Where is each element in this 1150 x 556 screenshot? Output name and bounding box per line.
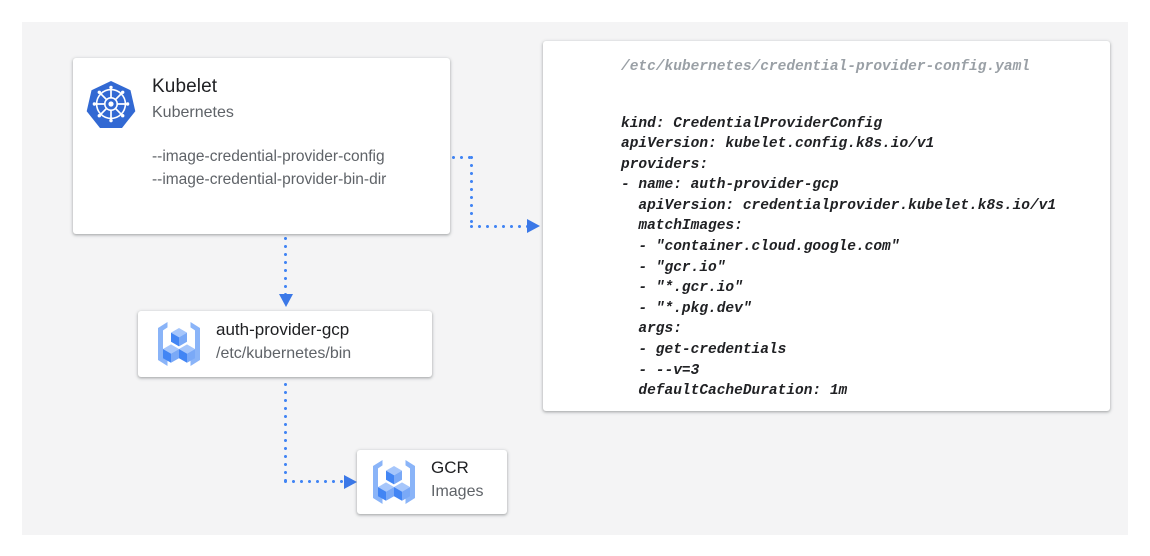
credential-provider-config-card[interactable]: /etc/kubernetes/credential-provider-conf…: [543, 41, 1110, 411]
connector-arrowhead-to-authprovider: [279, 294, 293, 307]
kubelet-card-title: Kubelet: [152, 76, 218, 97]
kubelet-card[interactable]: Kubelet Kubernetes --image-credential-pr…: [73, 58, 450, 234]
connector-authprovider-to-gcr-segment-1: [284, 383, 287, 481]
auth-provider-gcp-card[interactable]: auth-provider-gcp /etc/kubernetes/bin: [138, 311, 432, 377]
auth-provider-gcp-card-subtitle: /etc/kubernetes/bin: [216, 345, 352, 362]
gcr-card-title: GCR: [431, 458, 469, 477]
gcr-card-subtitle: Images: [431, 483, 484, 500]
kubelet-card-subtitle: Kubernetes: [152, 104, 234, 121]
connector-kubelet-to-config-segment-3: [470, 225, 534, 228]
container-registry-cubes-icon: [150, 316, 208, 372]
gcr-card[interactable]: GCR Images: [357, 450, 507, 514]
config-file-yaml-content: kind: CredentialProviderConfig apiVersio…: [621, 115, 1057, 400]
connector-kubelet-to-authprovider: [284, 205, 287, 297]
container-registry-cubes-icon: [365, 454, 423, 510]
kubelet-flag-image-credential-provider-config: --image-credential-provider-config: [152, 148, 385, 165]
config-file-path: /etc/kubernetes/credential-provider-conf…: [621, 59, 1030, 75]
connector-arrowhead-to-config: [527, 219, 540, 233]
kubernetes-helm-wheel-icon: [85, 78, 137, 130]
kubelet-flag-image-credential-provider-bin-dir: --image-credential-provider-bin-dir: [152, 171, 387, 188]
auth-provider-gcp-card-title: auth-provider-gcp: [216, 320, 350, 339]
connector-kubelet-to-config-segment-2: [470, 156, 473, 228]
connector-arrowhead-to-gcr: [344, 475, 357, 489]
connector-authprovider-to-gcr-segment-2: [284, 480, 350, 483]
